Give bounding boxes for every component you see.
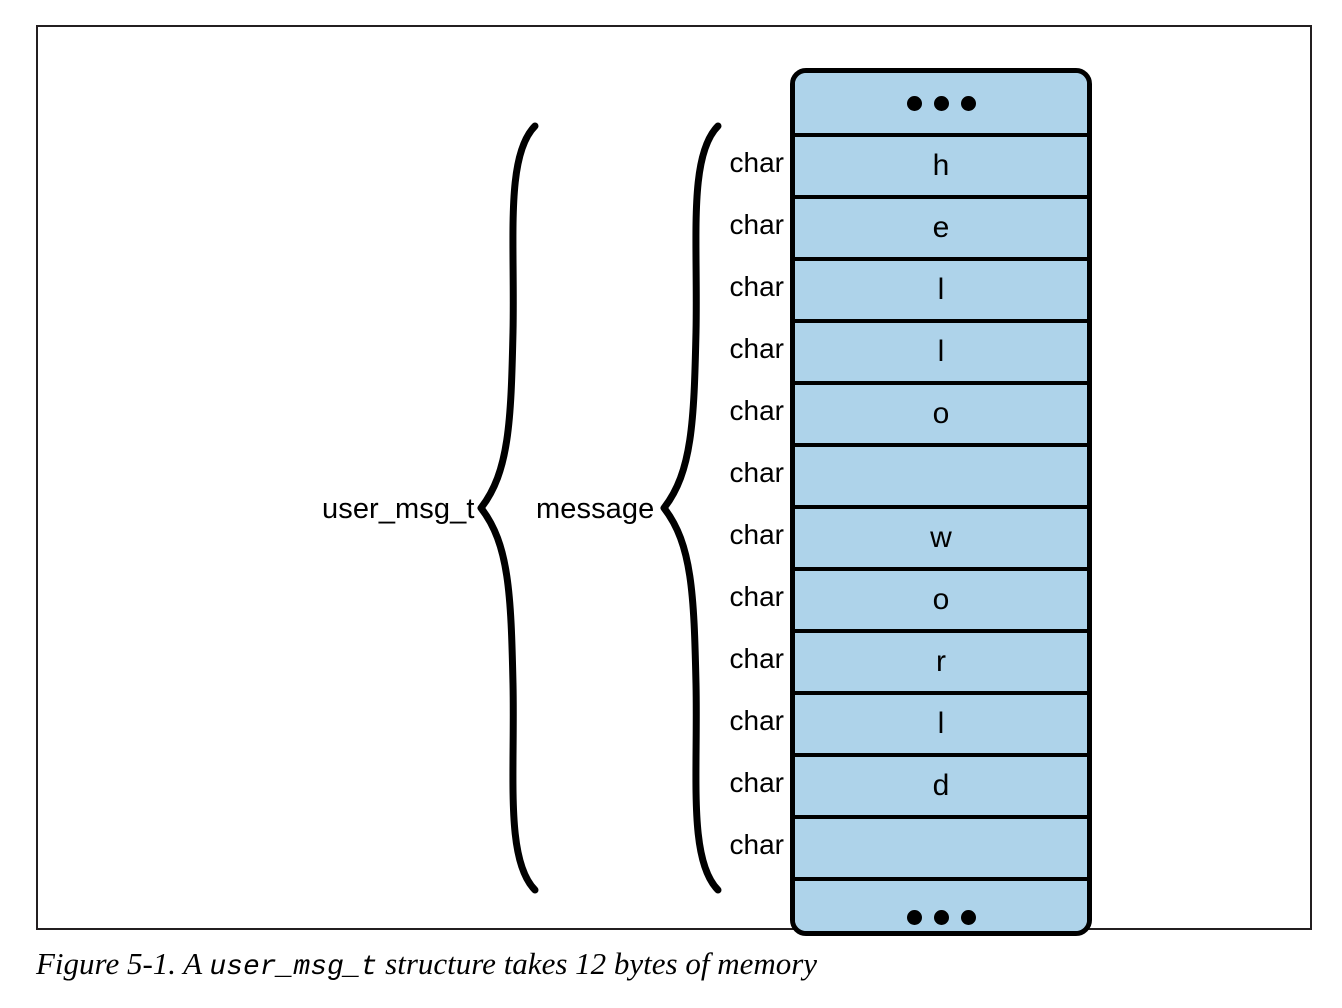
memory-cell-byte: w <box>795 509 1087 571</box>
memory-cell-byte: l <box>795 695 1087 757</box>
memory-cell-ellipsis-top <box>795 73 1087 137</box>
memory-cell-byte: o <box>795 571 1087 633</box>
memory-cell-byte: h <box>795 137 1087 199</box>
caption-suffix: structure takes 12 bytes of memory <box>377 946 818 981</box>
ellipsis-icon <box>906 909 976 925</box>
memory-cell-byte: l <box>795 261 1087 323</box>
type-label-char: char <box>729 581 784 612</box>
memory-cell-byte: l <box>795 323 1087 385</box>
type-label-char: char <box>729 209 784 240</box>
memory-cell-byte: e <box>795 199 1087 261</box>
type-label-column: char char char char char char char char char char… <box>714 132 784 876</box>
memory-cell-byte: o <box>795 385 1087 447</box>
figure-caption: Figure 5-1. A user_msg_t structure takes… <box>36 946 817 983</box>
struct-member-label: message <box>536 493 655 525</box>
struct-type-label: user_msg_t <box>322 493 475 525</box>
type-label-char: char <box>729 147 784 178</box>
type-label-char: char <box>729 829 784 860</box>
struct-brace <box>477 122 539 894</box>
caption-type-name: user_msg_t <box>209 952 378 983</box>
type-label-char: char <box>729 643 784 674</box>
memory-cell-byte <box>795 819 1087 881</box>
memory-cell-byte: r <box>795 633 1087 695</box>
caption-prefix: Figure 5-1. A <box>36 946 210 981</box>
type-label-char: char <box>729 457 784 488</box>
ellipsis-icon <box>906 95 976 111</box>
type-label-char: char <box>729 395 784 426</box>
memory-cell-ellipsis-bottom <box>795 881 1087 931</box>
type-label-char: char <box>729 519 784 550</box>
type-label-char: char <box>729 767 784 798</box>
type-label-char: char <box>729 333 784 364</box>
memory-cell-byte <box>795 447 1087 509</box>
memory-cell-byte: d <box>795 757 1087 819</box>
type-label-char: char <box>729 271 784 302</box>
member-brace <box>660 122 722 894</box>
type-label-char: char <box>729 705 784 736</box>
